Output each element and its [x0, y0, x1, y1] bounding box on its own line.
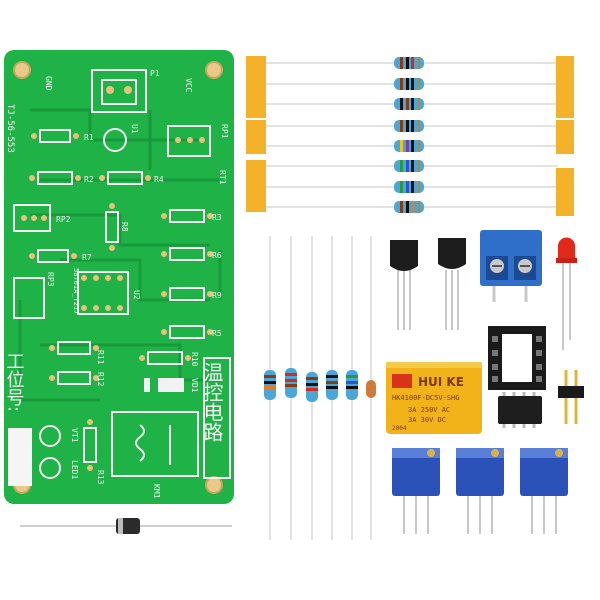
- relay-date: 2004: [392, 425, 407, 432]
- strip-resistors: [394, 57, 424, 213]
- label-gnd: GND: [44, 76, 53, 91]
- red-led: [556, 237, 577, 350]
- label-r7: R7: [82, 253, 92, 262]
- led1-footprint: [39, 457, 61, 479]
- label-rp1: RP1: [220, 124, 229, 139]
- p1-footprint: [91, 69, 147, 113]
- label-rt1: RT1: [218, 170, 227, 185]
- rp2-footprint: [13, 204, 51, 232]
- trimmer-pot-2: [456, 448, 504, 534]
- label-vt1: VT1: [70, 428, 79, 443]
- label-r8: R8: [120, 222, 129, 232]
- label-rp2: RP2: [56, 215, 71, 224]
- label-vd1: VD1: [190, 378, 199, 393]
- label-u2: U2: [132, 290, 141, 300]
- pcb-board: GND P1 VCC U1 R1 RP1 R2 R4 RT1 RP2 R8 R3…: [4, 50, 234, 504]
- u2-footprint: [77, 271, 129, 315]
- workstation-label-area: [8, 428, 32, 486]
- label-r5: R5: [212, 329, 222, 338]
- u1-footprint: [103, 128, 127, 152]
- solder-pads: [29, 133, 213, 471]
- trimmer-potentiometers: [392, 448, 568, 534]
- label-r1: R1: [84, 133, 94, 142]
- transistors: [390, 238, 466, 330]
- label-u1: U1: [130, 124, 139, 134]
- label-ic-code: 58701A_Y217: [72, 268, 80, 314]
- silkscreen-labels: GND P1 VCC U1 R1 RP1 R2 R4 RT1 RP2 R8 R3…: [5, 69, 229, 499]
- trimmer-pot-1: [392, 448, 440, 534]
- dip-ic: [498, 392, 542, 428]
- taped-resistor-strip: [246, 56, 574, 216]
- label-led1: LED1: [70, 460, 79, 479]
- vt1-footprint: [39, 425, 61, 447]
- label-rp3: RP3: [46, 272, 55, 287]
- board-title-cn: 温控电路: [200, 362, 224, 442]
- trimmer-pot-3: [520, 448, 568, 534]
- cn-title-box: [203, 357, 231, 479]
- label-r12: R12: [96, 372, 105, 387]
- label-r2: R2: [84, 175, 94, 184]
- transistor-1: [390, 240, 418, 330]
- board-model-code: TJ-56-553: [5, 104, 15, 153]
- transistor-2: [438, 238, 466, 330]
- ic-socket: [488, 326, 546, 390]
- resistor-footprints: [37, 129, 205, 463]
- relay: HUI KE HK4100F-DC5V-SHG 3A 250V AC 3A 30…: [386, 362, 482, 434]
- label-vcc: VCC: [184, 78, 193, 93]
- loose-diode: [20, 518, 232, 534]
- label-r3: R3: [212, 213, 222, 222]
- rp1-footprint: [167, 125, 211, 157]
- label-r9: R9: [212, 291, 222, 300]
- relay-brand: HUI KE: [418, 375, 464, 389]
- label-r10: R10: [190, 352, 199, 367]
- label-r4: R4: [154, 175, 164, 184]
- km1-footprint: [111, 411, 199, 477]
- label-km1: KM1: [152, 484, 161, 499]
- workstation-label-cn: 工位号:: [4, 352, 25, 412]
- relay-rating-dc: 3A 30V DC: [408, 416, 446, 424]
- pin-header: [558, 370, 584, 424]
- label-p1: P1: [150, 69, 160, 78]
- rp3-footprint: [13, 277, 45, 319]
- relay-model: HK4100F-DC5V-SHG: [392, 394, 459, 402]
- strip-tape: [246, 56, 574, 216]
- loose-resistors: [264, 236, 376, 540]
- label-r6: R6: [212, 251, 222, 260]
- screw-terminal-block: [480, 230, 542, 302]
- relay-rating-ac: 3A 250V AC: [408, 406, 450, 414]
- label-r11: R11: [96, 350, 105, 365]
- label-r13: R13: [96, 470, 105, 485]
